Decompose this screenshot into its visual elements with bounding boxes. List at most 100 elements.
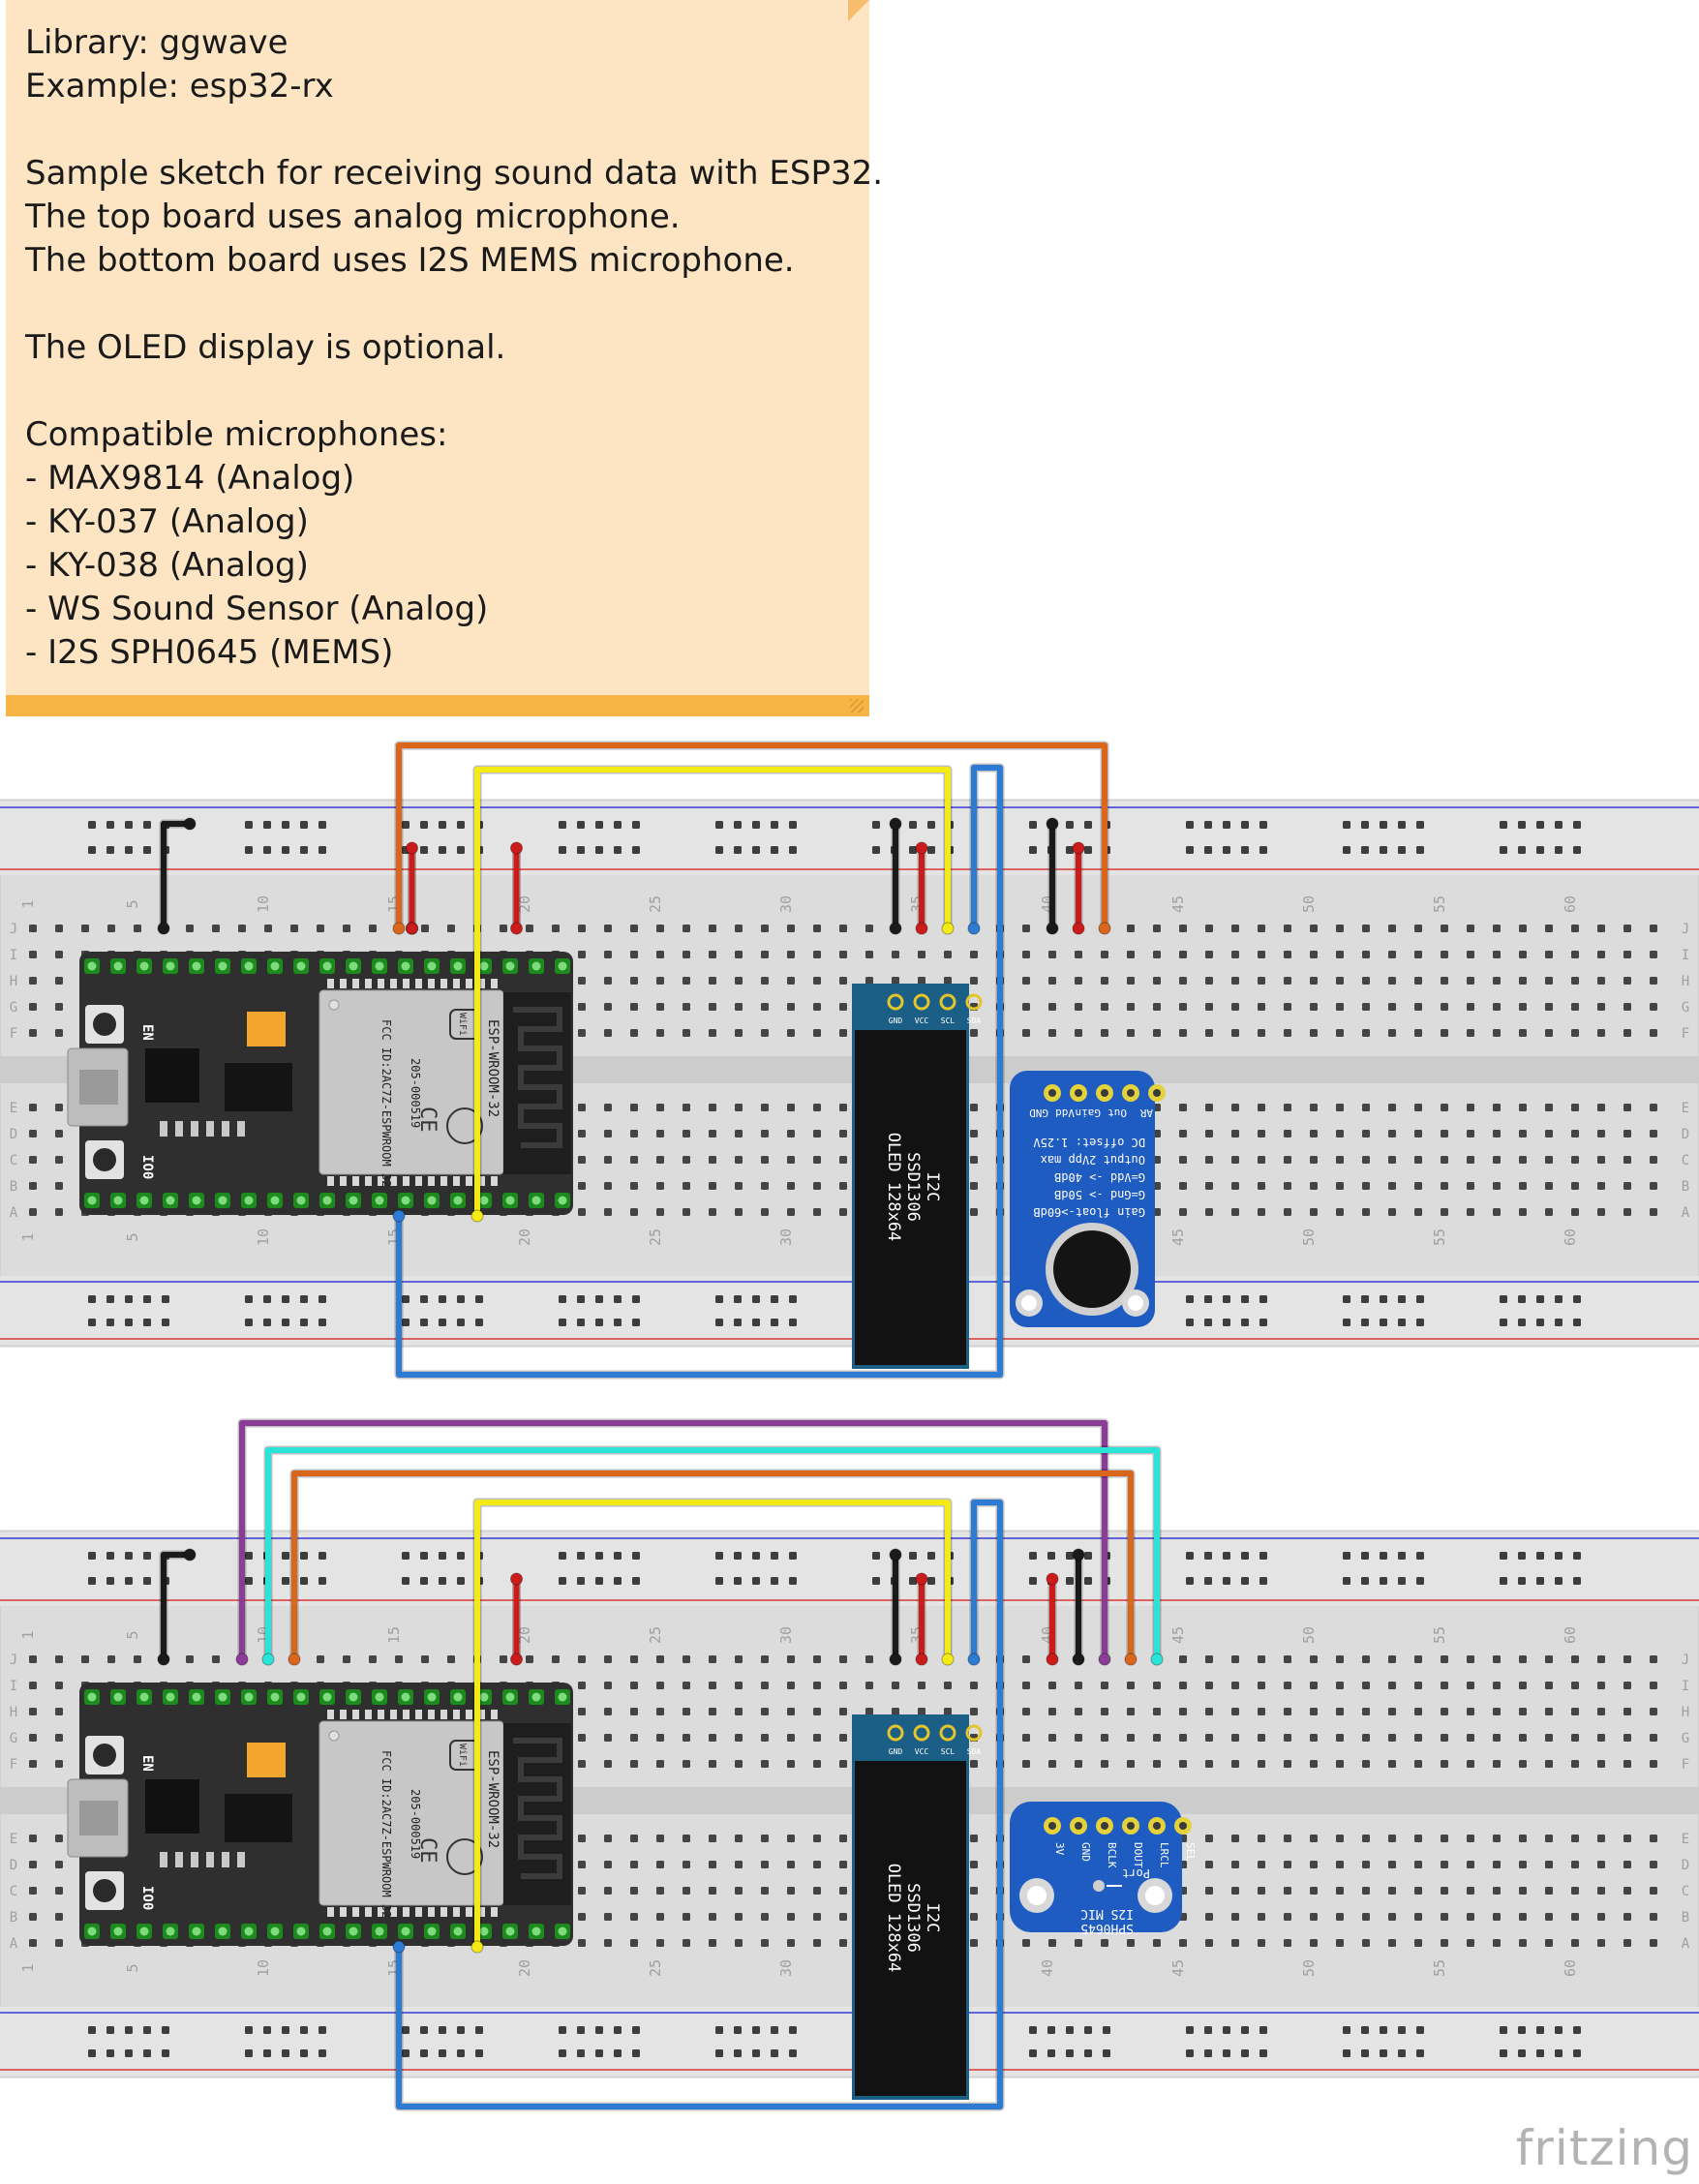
header-pin-hole (218, 1196, 228, 1205)
terminal-hole (1623, 1835, 1631, 1842)
terminal-hole (1336, 1887, 1344, 1895)
column-number: 10 (255, 1228, 272, 1246)
breadboard-outline (0, 1530, 1699, 2078)
rail-hole (752, 846, 760, 854)
column-number: 60 (1562, 1626, 1579, 1644)
header-pin-hole (139, 1196, 149, 1205)
rail-hole (1241, 1577, 1249, 1585)
terminal-hole (1310, 1734, 1318, 1742)
smd-component (237, 1121, 245, 1137)
rail-hole (88, 821, 96, 829)
rail-hole (457, 1295, 465, 1303)
terminal-hole (683, 1835, 690, 1842)
rail-hole (143, 821, 151, 829)
ce-mark-icon: CE (415, 1837, 440, 1864)
rail-hole (1343, 1319, 1350, 1326)
row-letter: A (1682, 1936, 1690, 1952)
io0-label: IO0 (139, 1155, 155, 1179)
terminal-hole (1597, 1861, 1605, 1868)
terminal-hole (421, 1655, 429, 1663)
module-pad (440, 1710, 447, 1719)
module-pad (340, 1710, 347, 1719)
terminal-hole (1284, 1760, 1291, 1768)
mic-gnd-wire-end (1046, 817, 1059, 831)
mic-pin-label: LRCL (1158, 1842, 1170, 1868)
rail-hole (1398, 1295, 1406, 1303)
terminal-hole (944, 1708, 952, 1715)
terminal-hole (865, 951, 873, 958)
terminal-hole (735, 1130, 743, 1138)
resize-grip-icon[interactable] (850, 699, 864, 713)
terminal-hole (1388, 1104, 1396, 1111)
terminal-hole (1258, 1734, 1265, 1742)
terminal-hole (395, 1655, 403, 1663)
terminal-hole (630, 1682, 638, 1689)
note-line: The top board uses analog microphone. (25, 197, 681, 236)
rail-hole (1536, 846, 1544, 854)
terminal-hole (1284, 1029, 1291, 1037)
terminal-hole (1545, 1760, 1553, 1768)
row-letter: C (10, 1884, 17, 1899)
terminal-hole (1205, 1913, 1213, 1921)
terminal-hole (709, 925, 716, 932)
terminal-hole (1231, 1913, 1239, 1921)
rail-hole (1066, 1577, 1074, 1585)
oled-pin-label: SDA (967, 1747, 982, 1756)
rail-hole (1204, 2026, 1212, 2034)
antenna-trace (513, 1007, 562, 1148)
rail-hole (88, 1295, 96, 1303)
module-pad (453, 1907, 460, 1917)
terminal-hole (683, 1130, 690, 1138)
terminal-hole (1414, 1682, 1422, 1689)
terminal-hole (1493, 951, 1501, 958)
terminal-hole (238, 925, 246, 932)
rail-hole (789, 1577, 797, 1585)
terminal-hole (1650, 951, 1657, 958)
terminal-hole (578, 1682, 586, 1689)
mic-info-line: G=Gnd -> 50dB (1054, 1188, 1145, 1201)
terminal-hole (1571, 1835, 1579, 1842)
rail-hole (1029, 2026, 1037, 2034)
header-pin-hole (192, 1196, 201, 1205)
terminal-hole (1231, 1760, 1239, 1768)
terminal-hole (813, 1029, 821, 1037)
terminal-hole (1336, 977, 1344, 985)
terminal-hole (1441, 1130, 1448, 1138)
terminal-hole (1493, 1861, 1501, 1868)
terminal-hole (1571, 977, 1579, 985)
module-pad (403, 1176, 410, 1186)
oled-pin-label: GND (889, 1016, 903, 1025)
terminal-hole (787, 1104, 795, 1111)
rail-hole (420, 1295, 428, 1303)
terminal-hole (1310, 1861, 1318, 1868)
terminal-hole (1336, 1104, 1344, 1111)
terminal-hole (1127, 951, 1135, 958)
terminal-hole (1467, 1708, 1474, 1715)
module-name: ESP-WROOM-32 (485, 1019, 501, 1117)
rail-hole (420, 1577, 428, 1585)
rail-hole (1084, 2049, 1092, 2057)
terminal-hole (1545, 977, 1553, 985)
terminal-hole (709, 1003, 716, 1011)
rail-hole (1380, 1552, 1387, 1560)
rail-hole (1555, 821, 1562, 829)
rail-hole (106, 2049, 114, 2057)
rail-hole (106, 1577, 114, 1585)
terminal-hole (1493, 1734, 1501, 1742)
rail-hole (88, 1319, 96, 1326)
power-rail (0, 1532, 1699, 1606)
terminal-hole (1310, 1835, 1318, 1842)
terminal-hole (1388, 1682, 1396, 1689)
column-number: 40 (1039, 1959, 1056, 1977)
terminal-hole (761, 1156, 769, 1164)
sda-wire-end (967, 1653, 981, 1666)
terminal-hole (761, 1861, 769, 1868)
terminal-hole (1388, 1913, 1396, 1921)
rail-hole (1518, 1295, 1526, 1303)
rail-hole (559, 821, 566, 829)
terminal-hole (369, 1655, 377, 1663)
scl-wire-end (470, 1209, 484, 1223)
gnd-rail-jumper-end (183, 1548, 197, 1562)
terminal-hole (1623, 1887, 1631, 1895)
terminal-hole (683, 1887, 690, 1895)
